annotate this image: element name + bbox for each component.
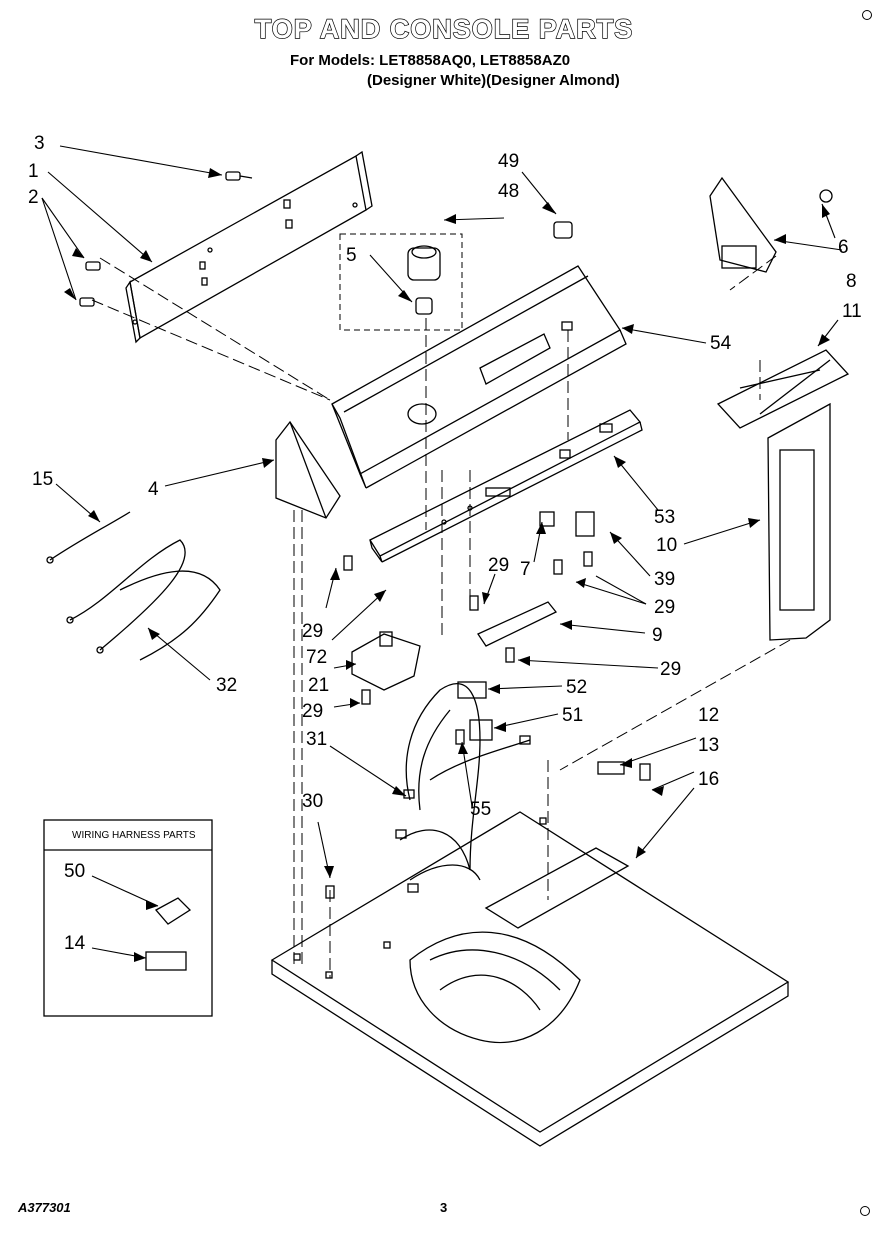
callout-16: 16: [698, 769, 720, 790]
callout-21: 21: [308, 675, 330, 696]
callout-50: 50: [64, 861, 86, 882]
end-cap-part: [275, 420, 341, 519]
registration-mark-bottom: [860, 1206, 870, 1216]
callout-48: 48: [498, 181, 520, 202]
leader-arrowheads: [64, 168, 830, 962]
harness-connector-parts: [145, 897, 192, 971]
callout-32: 32: [216, 675, 238, 696]
callout-8: 8: [846, 271, 857, 292]
wiring-box-title: WIRING HARNESS PARTS: [72, 830, 196, 841]
timer-parts: [351, 631, 493, 745]
top-panel-part: [270, 811, 790, 1147]
knob-part: [407, 245, 441, 315]
top-right-bracket-part: [709, 176, 833, 273]
knob-dashed-enclosure: [339, 233, 463, 331]
callout-51: 51: [562, 705, 584, 726]
side-trim-part: [716, 349, 850, 641]
callout-31: 31: [306, 729, 328, 750]
switch-parts: [343, 511, 595, 663]
callout-29a: 29: [488, 555, 510, 576]
wiring-harness-15-32: [46, 511, 221, 661]
callout-15: 15: [32, 469, 54, 490]
document-code: A377301: [18, 1200, 71, 1215]
console-panel-part: [331, 265, 627, 489]
callout-10: 10: [656, 535, 678, 556]
callout-6: 6: [838, 237, 849, 258]
callout-9: 9: [652, 625, 663, 646]
callout-52: 52: [566, 677, 588, 698]
console-rail-part: [369, 409, 643, 563]
callout-29e: 29: [302, 701, 324, 722]
callout-14: 14: [64, 933, 86, 954]
callout-13: 13: [698, 735, 720, 756]
callout-1: 1: [28, 161, 39, 182]
callout-55: 55: [470, 799, 492, 820]
callout-30: 30: [302, 791, 324, 812]
callout-11: 11: [842, 301, 862, 322]
callout-39: 39: [654, 569, 676, 590]
rear-bracket-part: [125, 150, 373, 344]
wiring-harness-parts-box: [43, 819, 213, 1017]
callout-2: 2: [28, 187, 39, 208]
callout-49: 49: [498, 151, 520, 172]
callout-29c: 29: [302, 621, 324, 642]
callout-7: 7: [520, 559, 531, 580]
page-number: 3: [440, 1200, 448, 1215]
callout-29b: 29: [654, 597, 676, 618]
callout-3: 3: [34, 133, 45, 154]
callout-54: 54: [710, 333, 732, 354]
assembly-dashed-lines: [91, 255, 791, 978]
page-title: TOP AND CONSOLE PARTS: [254, 13, 634, 44]
callout-5: 5: [346, 245, 357, 266]
push-button-part: [553, 221, 573, 239]
callout-53: 53: [654, 507, 676, 528]
callout-29d: 29: [660, 659, 682, 680]
colors-line: (Designer White)(Designer Almond): [367, 72, 620, 89]
bracket-screws: [79, 171, 253, 307]
small-clip-parts: [325, 761, 651, 899]
callout-4: 4: [148, 479, 159, 500]
callout-12: 12: [698, 705, 720, 726]
main-harness-31: [395, 683, 531, 893]
registration-mark-top: [862, 10, 872, 20]
callout-72: 72: [306, 647, 328, 668]
models-line: For Models: LET8858AQ0, LET8858AZ0: [290, 52, 571, 69]
